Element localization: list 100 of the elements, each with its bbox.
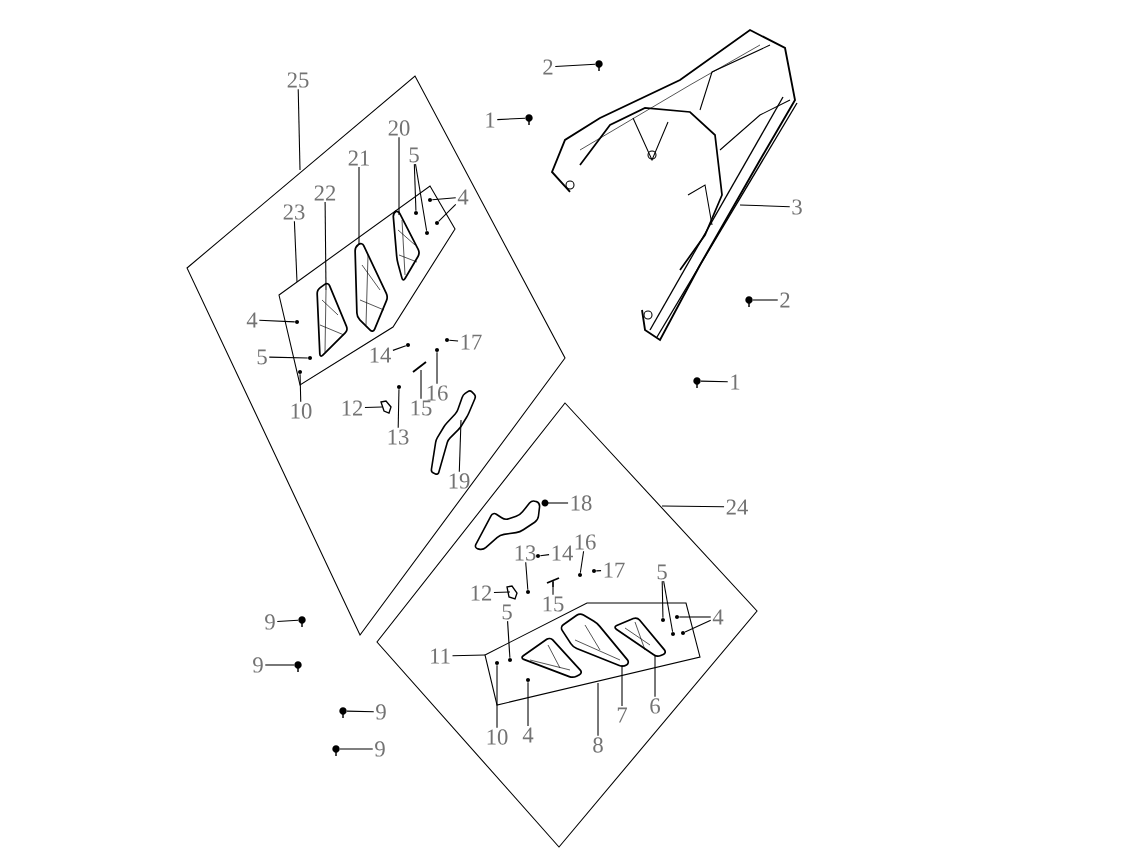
callout-number: 22 (314, 185, 336, 201)
leader-line (413, 163, 417, 212)
callout-number: 13 (388, 429, 409, 445)
plate-drawing (278, 185, 456, 386)
screw (681, 631, 685, 635)
screw (428, 198, 432, 202)
grille-drawing (354, 242, 388, 332)
grille-drawing (316, 282, 348, 357)
bolt (693, 377, 701, 389)
grille-drawing (560, 613, 630, 667)
screw (414, 211, 418, 215)
leader-line (654, 654, 656, 698)
leader-line (358, 166, 360, 246)
screw (425, 231, 429, 235)
screw (435, 348, 439, 352)
leader-line (297, 88, 301, 171)
leader-line (436, 351, 438, 385)
leader-line (597, 682, 599, 737)
leader-line (493, 591, 511, 594)
bolt (595, 60, 603, 72)
callout-number: 20 (388, 120, 410, 136)
leader-line (397, 388, 400, 429)
screw (526, 678, 530, 682)
screw (295, 320, 299, 324)
callout-number: 19 (449, 473, 470, 489)
callout-number: 24 (726, 499, 748, 515)
bolt (294, 661, 302, 673)
callout-number: 3 (792, 199, 802, 215)
screw (592, 569, 596, 573)
screw (578, 573, 582, 577)
callout-number: 16 (427, 385, 448, 401)
leader-line (293, 220, 298, 283)
callout-number: 9 (375, 741, 385, 757)
leader-line (346, 710, 375, 713)
leader-line (364, 406, 383, 409)
clip-drawing (506, 585, 518, 600)
screw (298, 370, 302, 374)
callout-number: 23 (283, 204, 305, 220)
callout-number: 9 (376, 704, 386, 720)
screw (675, 615, 679, 619)
leader-line (268, 356, 309, 359)
leader-line (552, 581, 554, 596)
screw (526, 590, 530, 594)
leader-line (276, 619, 299, 623)
callout-number: 17 (604, 562, 625, 578)
callout-number: 5 (657, 564, 667, 580)
leader-line (621, 664, 623, 707)
leader-line (496, 117, 526, 121)
leader-line (299, 373, 302, 403)
callout-number: 15 (543, 596, 564, 612)
callout-number: 4 (246, 312, 258, 328)
callout-number: 21 (348, 150, 369, 166)
leader-line (663, 580, 674, 633)
grille-drawing (392, 210, 420, 281)
leader-line (554, 63, 596, 68)
screw (445, 338, 449, 342)
screw (508, 658, 512, 662)
bolt (332, 745, 340, 757)
grille-drawing (614, 617, 667, 657)
leader-line (458, 419, 462, 473)
screw (661, 618, 665, 622)
screw (495, 661, 499, 665)
leader-line (438, 203, 457, 222)
callout-number: 15 (411, 400, 432, 416)
callout-number: 5 (257, 349, 267, 365)
leader-line (415, 163, 428, 232)
bolt (525, 114, 533, 126)
callout-number: 4 (712, 609, 724, 625)
callout-number: 12 (471, 585, 492, 601)
leader-line (507, 620, 511, 659)
callout-number: 10 (487, 729, 508, 745)
panel-outline (376, 402, 758, 848)
leader-line (525, 561, 529, 591)
callout-number: 11 (431, 648, 450, 664)
screw (397, 385, 401, 389)
bolt (745, 296, 753, 308)
leader-line (579, 550, 585, 574)
callout-number: 9 (265, 614, 275, 630)
leader-line (678, 616, 712, 618)
callout-number: 25 (287, 72, 309, 88)
callout-number: 14 (552, 545, 573, 561)
callout-number: 6 (650, 698, 660, 714)
bolt (339, 707, 347, 719)
leader-line (739, 204, 791, 208)
screw (671, 632, 675, 636)
leader-line (420, 369, 422, 400)
callout-number: 4 (457, 189, 469, 205)
leader-line (661, 505, 725, 508)
bolt (298, 616, 306, 628)
callout-number: 14 (370, 347, 391, 363)
leader-line (392, 345, 407, 351)
callout-number: 18 (571, 495, 592, 511)
leader-line (496, 664, 498, 729)
leader-line (339, 748, 374, 750)
callout-number: 13 (515, 545, 536, 561)
screw (536, 554, 540, 558)
callout-number: 5 (502, 604, 512, 620)
callout-number: 9 (253, 657, 263, 673)
leader-line (527, 681, 529, 727)
leader-line (539, 554, 550, 557)
